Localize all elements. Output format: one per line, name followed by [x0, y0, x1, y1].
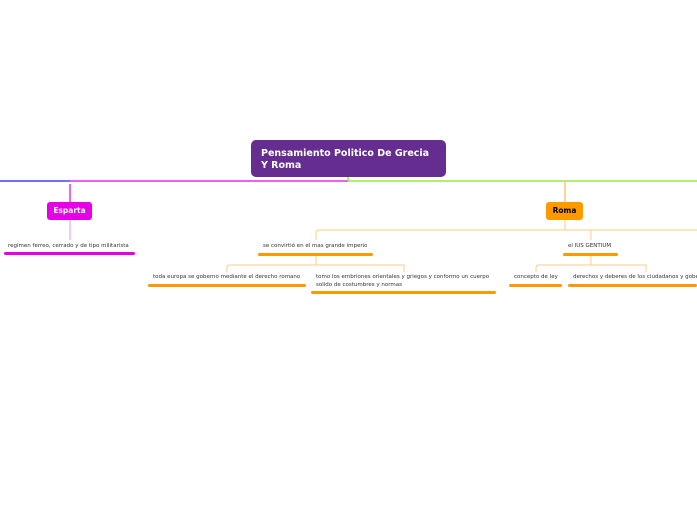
underline — [563, 253, 618, 256]
topic-esparta[interactable]: Esparta — [47, 202, 92, 220]
subtopic-regimen[interactable]: regimen ferreo, cerrado y de tipo milita… — [8, 243, 129, 249]
underline — [4, 252, 135, 255]
root-title: Pensamiento Politico De Grecia Y Roma — [261, 148, 430, 171]
root-topic[interactable]: Pensamiento Politico De Grecia Y Roma — [251, 140, 446, 177]
underline — [568, 284, 697, 287]
subtopic-embriones[interactable]: tomo los embriones orientales y griegos … — [316, 274, 490, 288]
subtopic-derechos[interactable]: derechos y deberes de los ciudadanos y g… — [573, 274, 697, 280]
subtopic-imperio[interactable]: se convirtió en el mas grande imperio — [263, 243, 368, 249]
subtopic-concepto-ley[interactable]: concepto de ley — [514, 274, 558, 280]
underline — [311, 291, 496, 294]
topic-label: Roma — [552, 206, 577, 215]
subtopic-europa[interactable]: toda europa se goberno mediante el derec… — [153, 274, 301, 280]
topic-roma[interactable]: Roma — [546, 202, 583, 220]
subtopic-ius-gentium[interactable]: el IUS GENTIUM — [568, 243, 612, 249]
underline — [258, 253, 373, 256]
topic-label: Esparta — [53, 206, 86, 215]
underline — [509, 284, 562, 287]
underline — [148, 284, 306, 287]
